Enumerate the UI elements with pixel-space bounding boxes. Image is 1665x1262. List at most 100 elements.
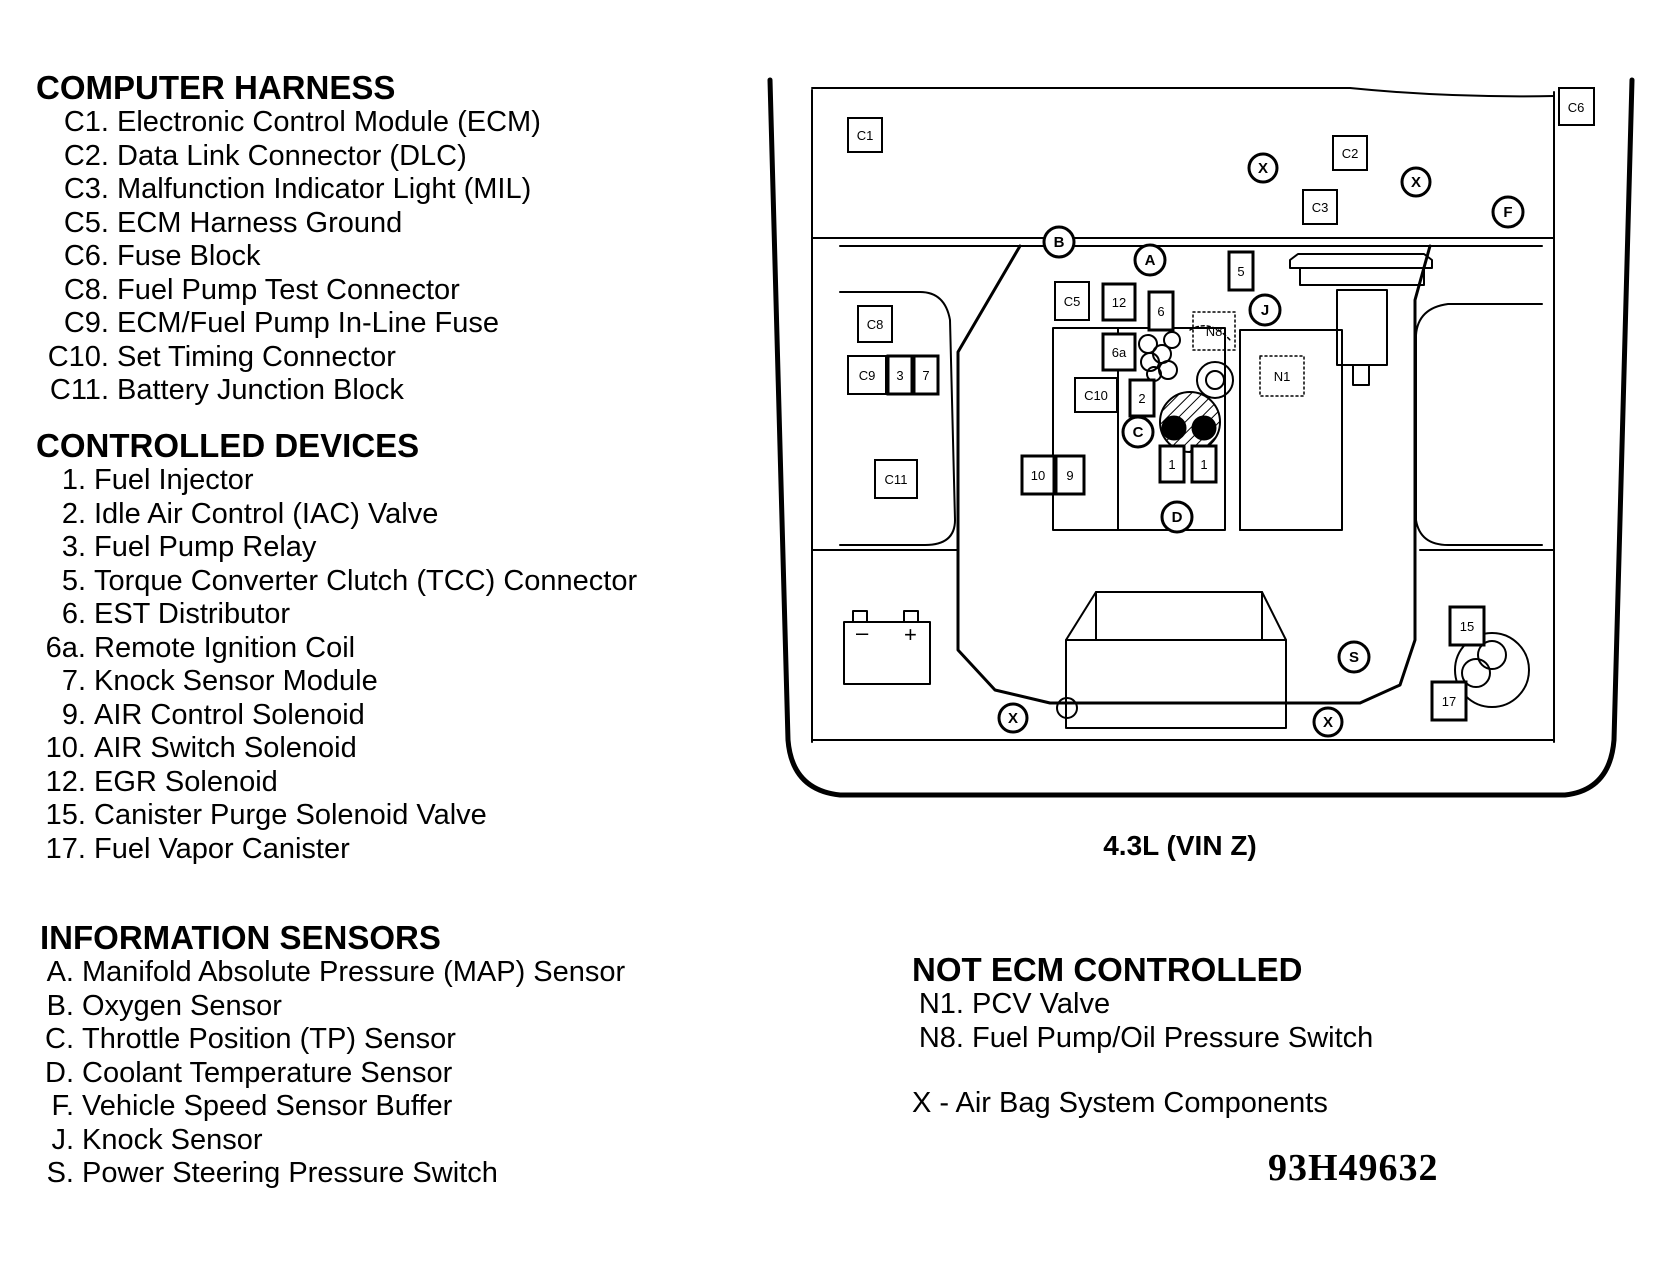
device-6-box	[1147, 290, 1175, 332]
sensor-j-label: J	[1261, 302, 1269, 319]
legend-item: C.Throttle Position (TP) Sensor	[40, 1023, 625, 1057]
legend-item-description: Malfunction Indicator Light (MIL)	[117, 173, 532, 205]
legend-item-description: Battery Junction Block	[117, 374, 404, 406]
device-12-box	[1101, 282, 1137, 322]
legend-item-description: ECM/Fuel Pump In-Line Fuse	[117, 307, 499, 339]
legend-item-description: ECM Harness Ground	[117, 206, 403, 239]
diagram-caption: 4.3L (VIN Z)	[1103, 830, 1257, 861]
legend-item-description: Data Link Connector (DLC)	[117, 139, 467, 172]
device-6a-box	[1101, 332, 1137, 372]
section-title: CONTROLLED DEVICES	[36, 427, 420, 464]
legend-item-code: B.	[46, 989, 74, 1022]
legend-item: B.Oxygen Sensor	[40, 990, 625, 1024]
figure-id: 93H49632	[1268, 1147, 1439, 1189]
legend-item-code: 9.	[61, 698, 86, 731]
legend-item-description: Fuel Pump/Oil Pressure Switch	[972, 1021, 1374, 1054]
connector-c11-label: C11	[885, 472, 908, 487]
battery-minus-label: –	[856, 620, 869, 645]
device-15-label: 15	[1460, 619, 1474, 634]
legend-item-code: N1.	[918, 988, 964, 1020]
legend-item: 2.Idle Air Control (IAC) Valve	[36, 498, 637, 532]
device-1a-box	[1158, 444, 1186, 484]
legend-item-description: Knock Sensor	[82, 1123, 263, 1156]
device-9-label: 9	[1066, 468, 1073, 483]
body-outline	[767, 77, 1635, 798]
connector-c9-label: C9	[859, 368, 876, 383]
device-17-box	[1430, 680, 1468, 722]
legend-item: D.Coolant Temperature Sensor	[40, 1057, 625, 1091]
airbag-x2-circle	[1400, 166, 1432, 198]
legend-item: 5.Torque Converter Clutch (TCC) Connecto…	[36, 565, 637, 599]
airbag-x1-circle	[1247, 152, 1279, 184]
radiator-cap	[1056, 697, 1078, 719]
legend-item: 10.AIR Switch Solenoid	[36, 732, 637, 766]
legend-item-code: C.	[45, 1023, 74, 1055]
connector-c5-label: C5	[1064, 294, 1081, 309]
information-sensors-list: A.Manifold Absolute Pressure (MAP) Senso…	[40, 956, 625, 1191]
device-10-label: 10	[1031, 468, 1045, 483]
airbag-x2-label: X	[1411, 174, 1421, 191]
legend-item: C11.Battery Junction Block	[36, 374, 541, 408]
device-10-box	[1020, 454, 1056, 496]
connector-c2-box	[1332, 135, 1368, 171]
legend-item: 15.Canister Purge Solenoid Valve	[36, 799, 637, 833]
legend-item: 12.EGR Solenoid	[36, 766, 637, 800]
legend-item-code: C10.	[47, 340, 109, 373]
legend-item-code: C5.	[63, 206, 109, 239]
legend-item-description: Set Timing Connector	[117, 340, 396, 373]
connector-c3-box	[1302, 189, 1338, 225]
legend-item-description: PCV Valve	[972, 988, 1111, 1020]
connector-c10-box	[1074, 377, 1118, 413]
legend-item-description: Fuse Block	[117, 240, 261, 272]
device-9-box	[1054, 454, 1086, 496]
connector-c9-box	[847, 355, 887, 395]
legend-item-description: Fuel Pump Relay	[94, 531, 317, 563]
legend-item: C3.Malfunction Indicator Light (MIL)	[36, 173, 541, 207]
connector-c1-label: C1	[857, 128, 874, 143]
legend-item-description: Power Steering Pressure Switch	[82, 1157, 498, 1189]
legend-item-code: C9.	[63, 307, 109, 339]
legend-item-code: F.	[51, 1090, 74, 1122]
legend-item-code: N8.	[918, 1021, 964, 1054]
connector-c3-label: C3	[1312, 200, 1329, 215]
legend-item-code: C3.	[63, 173, 109, 205]
snorkel	[1336, 289, 1388, 366]
air-cleaner	[1289, 253, 1433, 269]
airbag-x1-label: X	[1258, 160, 1268, 177]
legend-item: 3.Fuel Pump Relay	[36, 531, 637, 565]
legend-item: C2.Data Link Connector (DLC)	[36, 140, 541, 174]
n8-label: N8	[1206, 324, 1223, 339]
information-sensors-section: INFORMATION SENSORS A.Manifold Absolute …	[40, 920, 625, 1191]
legend-item-description: Remote Ignition Coil	[94, 631, 356, 664]
legend-item-description: Torque Converter Clutch (TCC) Connector	[94, 564, 638, 597]
canister-outline	[1454, 632, 1530, 708]
airbag-x4-circle	[1312, 706, 1344, 738]
device-12-label: 12	[1112, 295, 1126, 310]
sensor-s-label: S	[1349, 649, 1359, 666]
legend-item-code: 6a.	[45, 631, 86, 664]
legend-item: 6.EST Distributor	[36, 598, 637, 632]
legend-item: C5.ECM Harness Ground	[36, 207, 541, 241]
legend-item-description: Idle Air Control (IAC) Valve	[94, 497, 439, 530]
legend-item-code: 5.	[61, 564, 86, 597]
legend-item: C10.Set Timing Connector	[36, 341, 541, 375]
legend-item-code: 1.	[61, 464, 86, 496]
connector-c5-box	[1054, 281, 1090, 321]
connector-c10-label: C10	[1084, 388, 1108, 403]
legend-item-description: Coolant Temperature Sensor	[82, 1056, 453, 1089]
sensor-c-label: C	[1133, 424, 1144, 441]
legend-item-code: 3.	[61, 531, 86, 563]
battery-plus-label: +	[904, 622, 917, 647]
legend-item-code: 7.	[61, 665, 86, 697]
wheel-well-right	[1415, 303, 1543, 546]
legend-item-description: Oxygen Sensor	[82, 989, 282, 1022]
legend-item-code: C6.	[63, 240, 109, 272]
sensor-d-circle	[1160, 500, 1194, 534]
cowl-curve	[1349, 87, 1555, 98]
legend-item-description: Fuel Injector	[94, 464, 254, 496]
legend-item: C9.ECM/Fuel Pump In-Line Fuse	[36, 307, 541, 341]
device-7-label: 7	[922, 368, 929, 383]
